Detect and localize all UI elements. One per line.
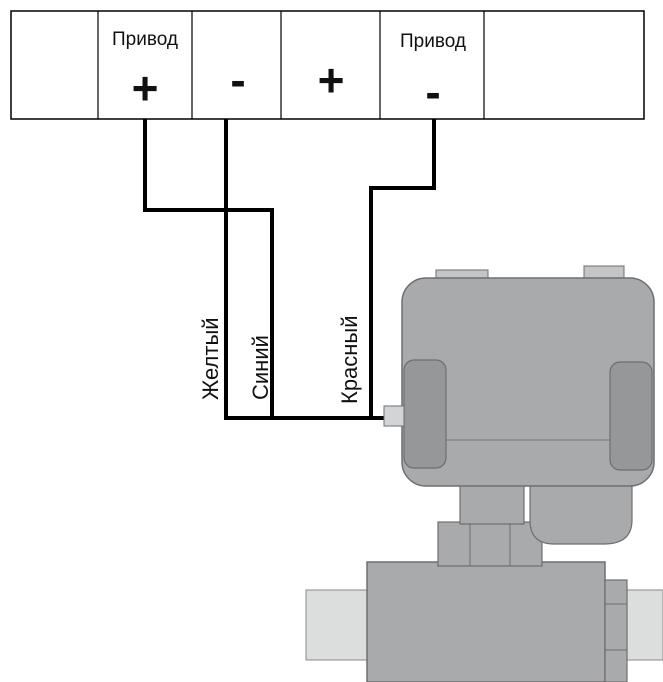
valve-stem-hex xyxy=(437,521,543,567)
terminal-2-label: Привод xyxy=(112,29,178,50)
terminal-5-sign: - xyxy=(425,66,440,118)
valve-nut xyxy=(604,579,628,682)
blue-wire xyxy=(143,119,274,418)
terminal-4-sign: + xyxy=(318,54,345,106)
actuator-grip-right xyxy=(609,361,653,471)
valve-stem xyxy=(459,479,525,525)
red-wire-label: Красный xyxy=(337,315,362,404)
pipe-left xyxy=(305,589,377,661)
terminal-block: Привод + - + Привод - xyxy=(10,10,645,120)
actuator-housing xyxy=(401,277,655,487)
actuator-mount xyxy=(529,479,633,545)
terminal-2-sign: + xyxy=(132,62,159,114)
valve-body xyxy=(366,561,606,682)
ball-valve xyxy=(305,479,663,682)
terminal-5-label: Привод xyxy=(400,31,466,52)
yellow-wire xyxy=(224,119,384,420)
blue-wire-label: Синий xyxy=(248,335,273,400)
actuator xyxy=(383,265,655,487)
actuator-grip-left xyxy=(403,359,447,469)
terminal-block-frame xyxy=(10,10,645,120)
yellow-wire-label: Желтый xyxy=(198,317,223,400)
wires xyxy=(143,119,436,420)
cable-gland xyxy=(383,405,405,427)
red-wire xyxy=(369,119,436,418)
terminal-3-sign: - xyxy=(230,54,245,106)
